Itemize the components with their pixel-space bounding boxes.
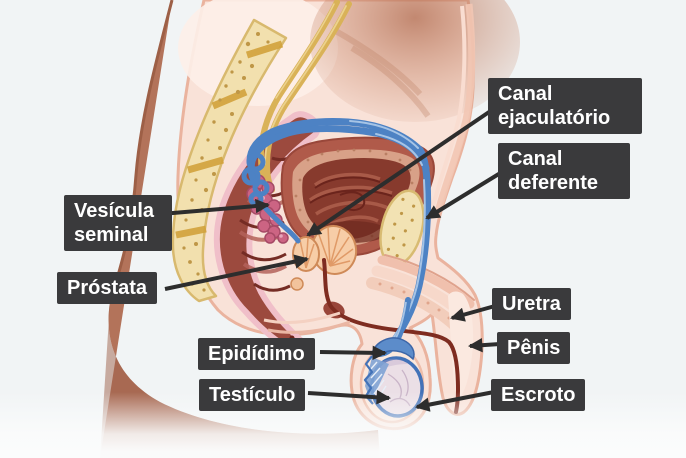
leader-arrows [160, 108, 504, 412]
sacrum-bone [171, 18, 288, 303]
label-prostata: Próstata [57, 272, 158, 304]
leader-penis [467, 337, 501, 353]
label-canal-ejaculatorio: Canal ejaculatório [488, 78, 642, 134]
bone-speckles [182, 32, 270, 292]
pelvic-floor [263, 311, 351, 334]
label-testiculo: Testículo [199, 379, 306, 411]
leader-canal-ejaculatorio [306, 108, 494, 237]
bulbourethral-gland [290, 277, 304, 291]
label-penis: Pênis [497, 332, 571, 364]
leader-uretra [450, 304, 496, 322]
label-escroto: Escroto [491, 379, 586, 411]
label-uretra: Uretra [492, 288, 571, 320]
leader-escroto [415, 390, 495, 412]
leader-canal-deferente [425, 170, 504, 220]
leader-epididimo [319, 345, 388, 361]
leader-prostata [164, 254, 309, 291]
label-vesicula-seminal: Vesícula seminal [64, 195, 172, 251]
label-epididimo: Epidídimo [198, 338, 315, 370]
label-canal-deferente: Canal deferente [498, 143, 630, 199]
leader-testiculo [307, 390, 392, 405]
leader-vesicula-seminal [160, 198, 271, 216]
